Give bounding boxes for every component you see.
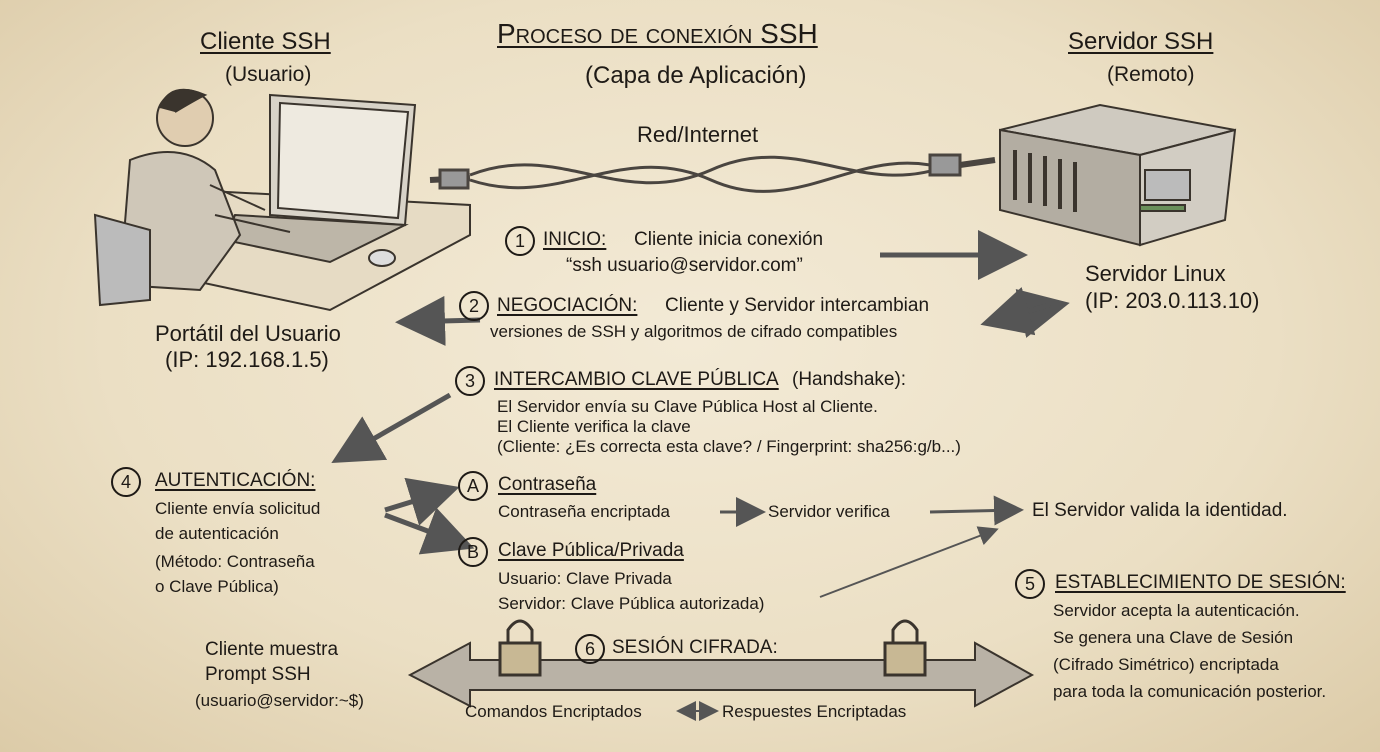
option-a-title: Contraseña <box>498 474 597 495</box>
step6-left: Comandos Encriptados <box>465 702 642 721</box>
server-subtitle: (Remoto) <box>1107 63 1195 86</box>
laptop-user-icon <box>93 88 471 312</box>
step2-title: NEGOCIACIÓN: <box>497 295 638 316</box>
network-cable-icon <box>429 153 996 193</box>
client-device: Portátil del Usuario <box>155 321 341 346</box>
step2-text: versiones de SSH y algoritmos de cifrado… <box>490 322 898 341</box>
server-ip: (IP: 203.0.113.10) <box>1085 288 1260 313</box>
step3-text: El Servidor envía su Clave Pública Host … <box>497 397 878 416</box>
step3-title: INTERCAMBIO CLAVE PÚBLICA <box>494 369 779 390</box>
client-ip: (IP: 192.168.1.5) <box>165 347 329 372</box>
step-number: 4 <box>111 467 141 497</box>
step3-text: (Cliente: ¿Es correcta esta clave? / Fin… <box>497 437 961 456</box>
step6-title: SESIÓN CIFRADA: <box>612 637 778 658</box>
step2-text: Cliente y Servidor intercambian <box>665 295 930 316</box>
ssh-command: “ssh usuario@servidor.com” <box>566 255 803 276</box>
option-b-title: Clave Pública/Privada <box>498 540 684 561</box>
option-letter: B <box>458 537 488 567</box>
step5-text: Se genera una Clave de Sesión <box>1053 628 1294 647</box>
client-title: Cliente SSH <box>200 28 331 55</box>
step4-text: o Clave Pública) <box>155 577 279 596</box>
option-letter: A <box>458 471 488 501</box>
step-number: 1 <box>505 226 535 256</box>
option-a-text: Servidor verifica <box>768 502 890 521</box>
step4-text: Cliente envía solicitud <box>155 499 321 518</box>
step5-title: ESTABLECIMIENTO DE SESIÓN: <box>1055 572 1346 593</box>
step-number: 3 <box>455 366 485 396</box>
flow-arrows <box>331 230 1070 721</box>
prompt-example: (usuario@servidor:~$) <box>195 691 364 710</box>
option-b-text: Servidor: Clave Pública autorizada) <box>498 594 765 613</box>
validate-text: El Servidor valida la identidad. <box>1032 500 1288 521</box>
network-label: Red/Internet <box>637 122 759 147</box>
step4-text: de autenticación <box>155 524 279 543</box>
step-number: 6 <box>575 634 605 664</box>
encrypted-session-arrow <box>407 641 1035 708</box>
step-number: 5 <box>1015 569 1045 599</box>
step1-text: Cliente inicia conexión <box>634 229 824 250</box>
page-subtitle: (Capa de Aplicación) <box>585 62 807 89</box>
option-a-text: Contraseña encriptada <box>498 502 671 521</box>
step5-text: (Cifrado Simétrico) encriptada <box>1053 655 1279 674</box>
server-rack-icon <box>999 103 1237 247</box>
step5-text: para toda la comunicación posterior. <box>1053 682 1327 701</box>
step-number: 2 <box>459 291 489 321</box>
prompt-text: Cliente muestra <box>205 639 339 660</box>
page-title: Proceso de conexión SSH <box>497 18 818 49</box>
server-device: Servidor Linux <box>1085 261 1226 286</box>
prompt-text: Prompt SSH <box>205 664 311 685</box>
step1-title: INICIO: <box>543 229 607 250</box>
step3-text: El Cliente verifica la clave <box>497 417 691 436</box>
option-b-text: Usuario: Clave Privada <box>498 569 672 588</box>
step4-title: AUTENTICACIÓN: <box>155 470 316 491</box>
client-subtitle: (Usuario) <box>225 63 312 86</box>
server-title: Servidor SSH <box>1068 28 1214 55</box>
step3-suffix: (Handshake): <box>792 369 907 390</box>
step6-right: Respuestes Encriptadas <box>722 702 907 721</box>
step5-text: Servidor acepta la autenticación. <box>1053 601 1300 620</box>
step4-text: (Método: Contraseña <box>155 552 315 571</box>
lock-icon <box>498 619 927 677</box>
